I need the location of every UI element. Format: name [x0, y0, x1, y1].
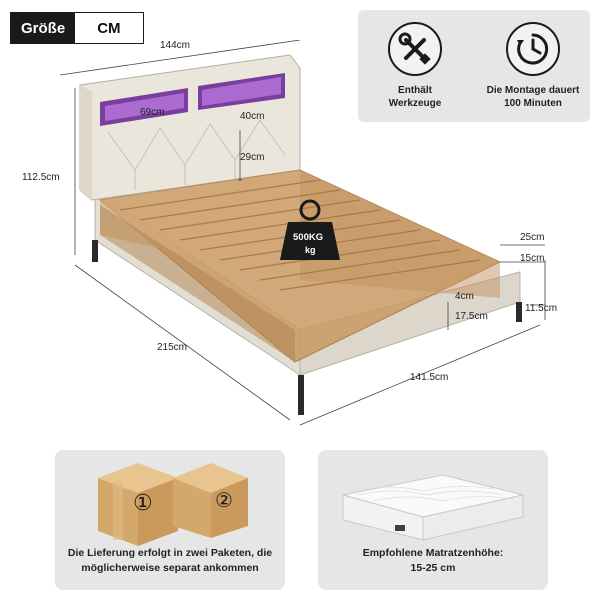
dim-slat-offset: 4cm: [455, 291, 474, 302]
tools-icon: [388, 22, 442, 76]
mattress-panel: Empfohlene Matratzenhöhe: 15-25 cm: [318, 450, 548, 590]
feature-assembly-text: Die Montage dauert 100 Minuten: [486, 85, 580, 109]
dim-headboard-height: 40cm: [240, 111, 265, 122]
dim-frame-rail: 15cm: [520, 253, 545, 264]
dim-headboard-gap: 29cm: [240, 152, 265, 163]
delivery-text: Die Lieferung erfolgt in zwei Paketen, d…: [67, 547, 273, 574]
dim-headboard-width: 144cm: [160, 40, 191, 51]
delivery-panel: ① ② Die Lieferung erfolgt in zwei Pakete…: [55, 450, 285, 590]
size-label: Größe: [11, 13, 76, 43]
dim-length: 215cm: [157, 342, 188, 353]
mattress-text: Empfohlene Matratzenhöhe: 15-25 cm: [362, 547, 504, 574]
box1-number: ①: [133, 490, 153, 515]
feature-tools-text: Enthält Werkzeuge: [388, 85, 442, 109]
weight-icon: [280, 199, 340, 260]
dim-clearance: 17.5cm: [455, 311, 488, 322]
dim-shelf-width: 69cm: [140, 107, 165, 118]
dim-overall-height: 112.5cm: [22, 172, 60, 183]
feature-assembly: Die Montage dauert 100 Minuten: [478, 22, 588, 110]
unit-label: CM: [75, 13, 143, 43]
dim-frame-top: 25cm: [520, 232, 545, 243]
boxes-illustration: [98, 463, 248, 546]
bed-illustration: [59, 40, 546, 426]
size-badge: Größe CM: [10, 12, 144, 44]
feature-tools: Enthält Werkzeuge: [360, 22, 470, 110]
box2-number: ②: [215, 490, 233, 512]
clock-icon: [506, 22, 560, 76]
feature-panel: Enthält Werkzeuge Die Montage dauert 100…: [358, 10, 590, 122]
mattress-illustration: [342, 474, 524, 541]
dim-leg-height: 11.5cm: [525, 303, 558, 314]
load-weight: 500KG: [293, 232, 324, 243]
load-unit: kg: [305, 245, 316, 255]
dim-width: 141.5cm: [410, 372, 449, 383]
